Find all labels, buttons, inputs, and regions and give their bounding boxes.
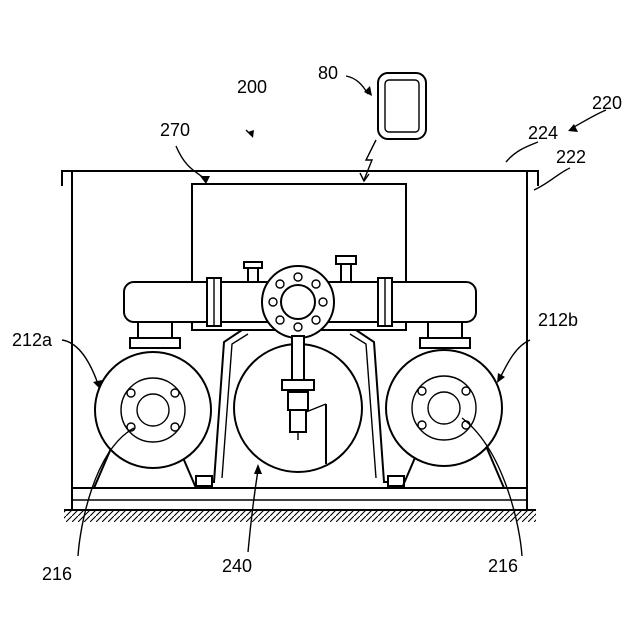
label-housing-top: 224 xyxy=(528,123,558,143)
base-plate xyxy=(72,488,527,510)
label-terminal: 80 xyxy=(318,63,338,83)
label-tank: 240 xyxy=(222,556,252,576)
wireless-link xyxy=(364,140,376,180)
label-pump-right: 212b xyxy=(538,310,578,330)
label-pump-left: 212a xyxy=(12,330,53,350)
label-motor-left: 216 xyxy=(42,564,72,584)
terminal-device xyxy=(378,73,426,139)
label-motor-right: 216 xyxy=(488,556,518,576)
label-housing-side: 222 xyxy=(556,147,586,167)
tank xyxy=(234,336,362,472)
pump-left xyxy=(94,352,211,488)
label-system: 200 xyxy=(237,77,267,97)
ground xyxy=(64,510,536,522)
pump-right xyxy=(386,350,504,488)
center-flange xyxy=(262,266,334,338)
label-housing: 220 xyxy=(592,93,622,113)
label-controller: 270 xyxy=(160,120,190,140)
